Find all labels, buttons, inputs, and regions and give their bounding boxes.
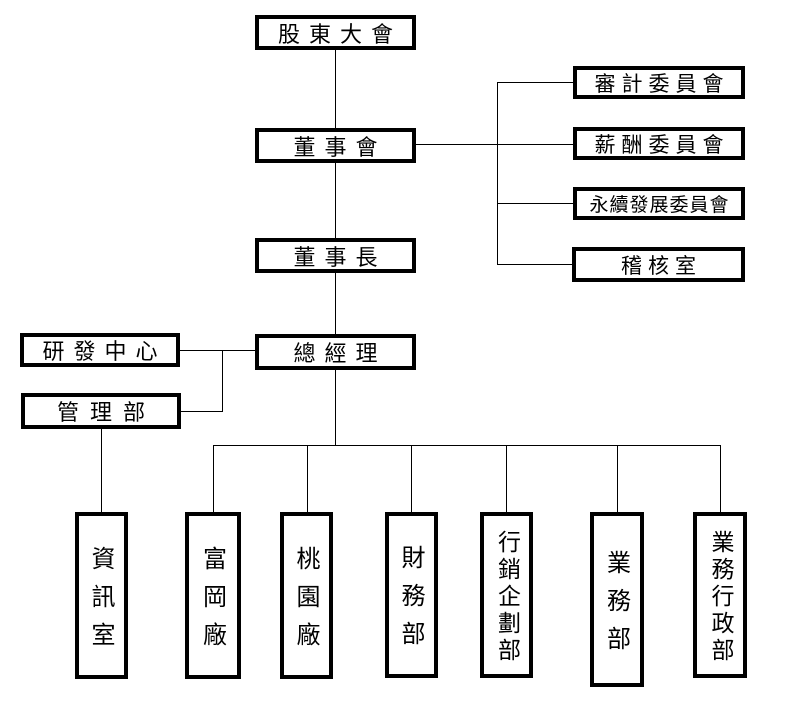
node-label: 總經理: [293, 342, 387, 367]
connector-admin-stub: [180, 411, 223, 412]
connector-admin-it-office: [101, 429, 102, 512]
node-sales-dept: 業務部: [590, 512, 644, 687]
connector-drop-sales-admin: [720, 446, 721, 512]
connector-chairman-gm: [335, 272, 336, 334]
connector-drop-sales: [617, 446, 618, 512]
node-label: 董事會: [293, 135, 387, 161]
node-label: 股東大會: [277, 22, 402, 48]
node-taoyuan-plant: 桃園廠: [280, 512, 333, 679]
node-shareholders-meeting: 股東大會: [255, 15, 416, 50]
node-label: 薪酬委員會: [594, 132, 730, 157]
node-label: 財務部: [397, 545, 425, 659]
node-label: 管理部: [56, 401, 156, 426]
node-label: 業務部: [602, 549, 631, 664]
connector-drop-marketing: [506, 446, 507, 512]
node-label: 研發中心: [42, 340, 167, 365]
connector-left-trunk: [222, 350, 223, 412]
node-label: 行銷企劃部: [493, 529, 520, 665]
node-general-manager: 總經理: [255, 334, 416, 370]
connector-shareholders-board: [335, 49, 336, 129]
node-sustainability-committee: 永續發展委員會: [573, 187, 745, 220]
node-it-office: 資訊室: [75, 512, 128, 679]
connector-board-committees-h: [416, 144, 573, 145]
node-label: 業務行政部: [707, 529, 733, 665]
connector-drop-taoyuan: [307, 446, 308, 512]
node-audit-committee: 審計委員會: [573, 66, 745, 99]
node-finance-dept: 財務部: [385, 512, 438, 678]
node-label: 桃園廠: [292, 545, 320, 660]
node-label: 富岡廠: [198, 545, 227, 660]
connector-distribution-h: [213, 445, 721, 446]
connector-branch-audit-office: [497, 264, 573, 265]
node-label: 董事長: [293, 245, 387, 271]
node-fugang-plant: 富岡廠: [185, 512, 241, 679]
node-label: 審計委員會: [594, 71, 730, 96]
node-audit-office: 稽核室: [572, 247, 745, 282]
node-label: 永續發展委員會: [589, 194, 730, 216]
node-sales-admin-dept: 業務行政部: [693, 512, 747, 678]
node-admin-dept: 管理部: [21, 393, 181, 429]
connector-drop-finance: [411, 446, 412, 512]
connector-drop-fugang: [213, 446, 214, 512]
connector-rd-gm: [180, 350, 256, 351]
node-label: 資訊室: [87, 545, 115, 660]
connector-branch-sustainability: [497, 203, 573, 204]
node-label: 稽核室: [621, 253, 702, 278]
node-rd-center: 研發中心: [20, 333, 180, 367]
node-chairman: 董事長: [255, 238, 416, 273]
node-marketing-planning-dept: 行銷企劃部: [480, 512, 533, 678]
node-compensation-committee: 薪酬委員會: [573, 127, 745, 160]
connector-branch-audit-committee: [497, 82, 573, 83]
connector-board-chairman: [335, 162, 336, 239]
connector-gm-distribution: [335, 369, 336, 446]
connector-committees-trunk: [497, 82, 498, 265]
node-board-of-directors: 董事會: [255, 128, 416, 163]
